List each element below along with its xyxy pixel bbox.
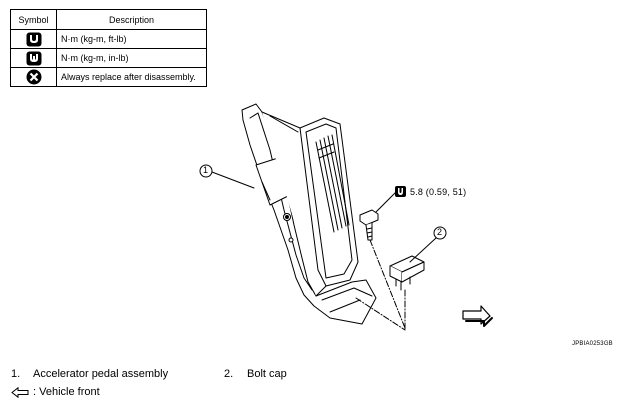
caption-item-2-text: Bolt cap (247, 368, 287, 380)
vehicle-front-text: : Vehicle front (33, 386, 100, 398)
caption-item-1-text: Accelerator pedal assembly (33, 368, 169, 380)
replace-part-icon (26, 69, 41, 85)
center-lines (355, 239, 406, 331)
vehicle-front-arrow-icon (11, 386, 29, 398)
bolt (359, 209, 379, 241)
vehicle-front-caption: : Vehicle front (11, 386, 100, 398)
caption-item-2-number: 2. (224, 368, 234, 380)
legend-description-cell: Always replace after disassembly. (56, 67, 207, 87)
callout-number-2: 2 (437, 227, 443, 237)
leader-line-torque (375, 191, 397, 213)
torque-wrench-icon (395, 186, 406, 197)
leader-line-1 (211, 171, 255, 189)
legend-header-row: Symbol Description (10, 9, 207, 30)
torque-spec-label: 5.8 (0.59, 51) (410, 187, 467, 197)
torque-wrench-icon (26, 32, 41, 46)
torque-wrench-inlb-icon (26, 51, 41, 65)
legend-row: Always replace after disassembly. (10, 67, 207, 87)
leader-line-2 (409, 237, 437, 263)
callout-circle-1 (199, 164, 213, 178)
caption-item-1-number: 1. (11, 368, 21, 380)
symbol-legend-table: Symbol Description N·m (kg-m, ft-lb) N·m… (10, 9, 207, 87)
figure-reference-code: JPBIA0253GB (572, 341, 613, 347)
callout-circle-2 (433, 226, 447, 240)
vehicle-front-arrow-icon (462, 305, 493, 327)
pedal-pad (299, 117, 359, 287)
callout-number-1: 1 (203, 165, 209, 175)
bolt-cap (389, 255, 425, 291)
legend-symbol-cell (10, 29, 57, 49)
